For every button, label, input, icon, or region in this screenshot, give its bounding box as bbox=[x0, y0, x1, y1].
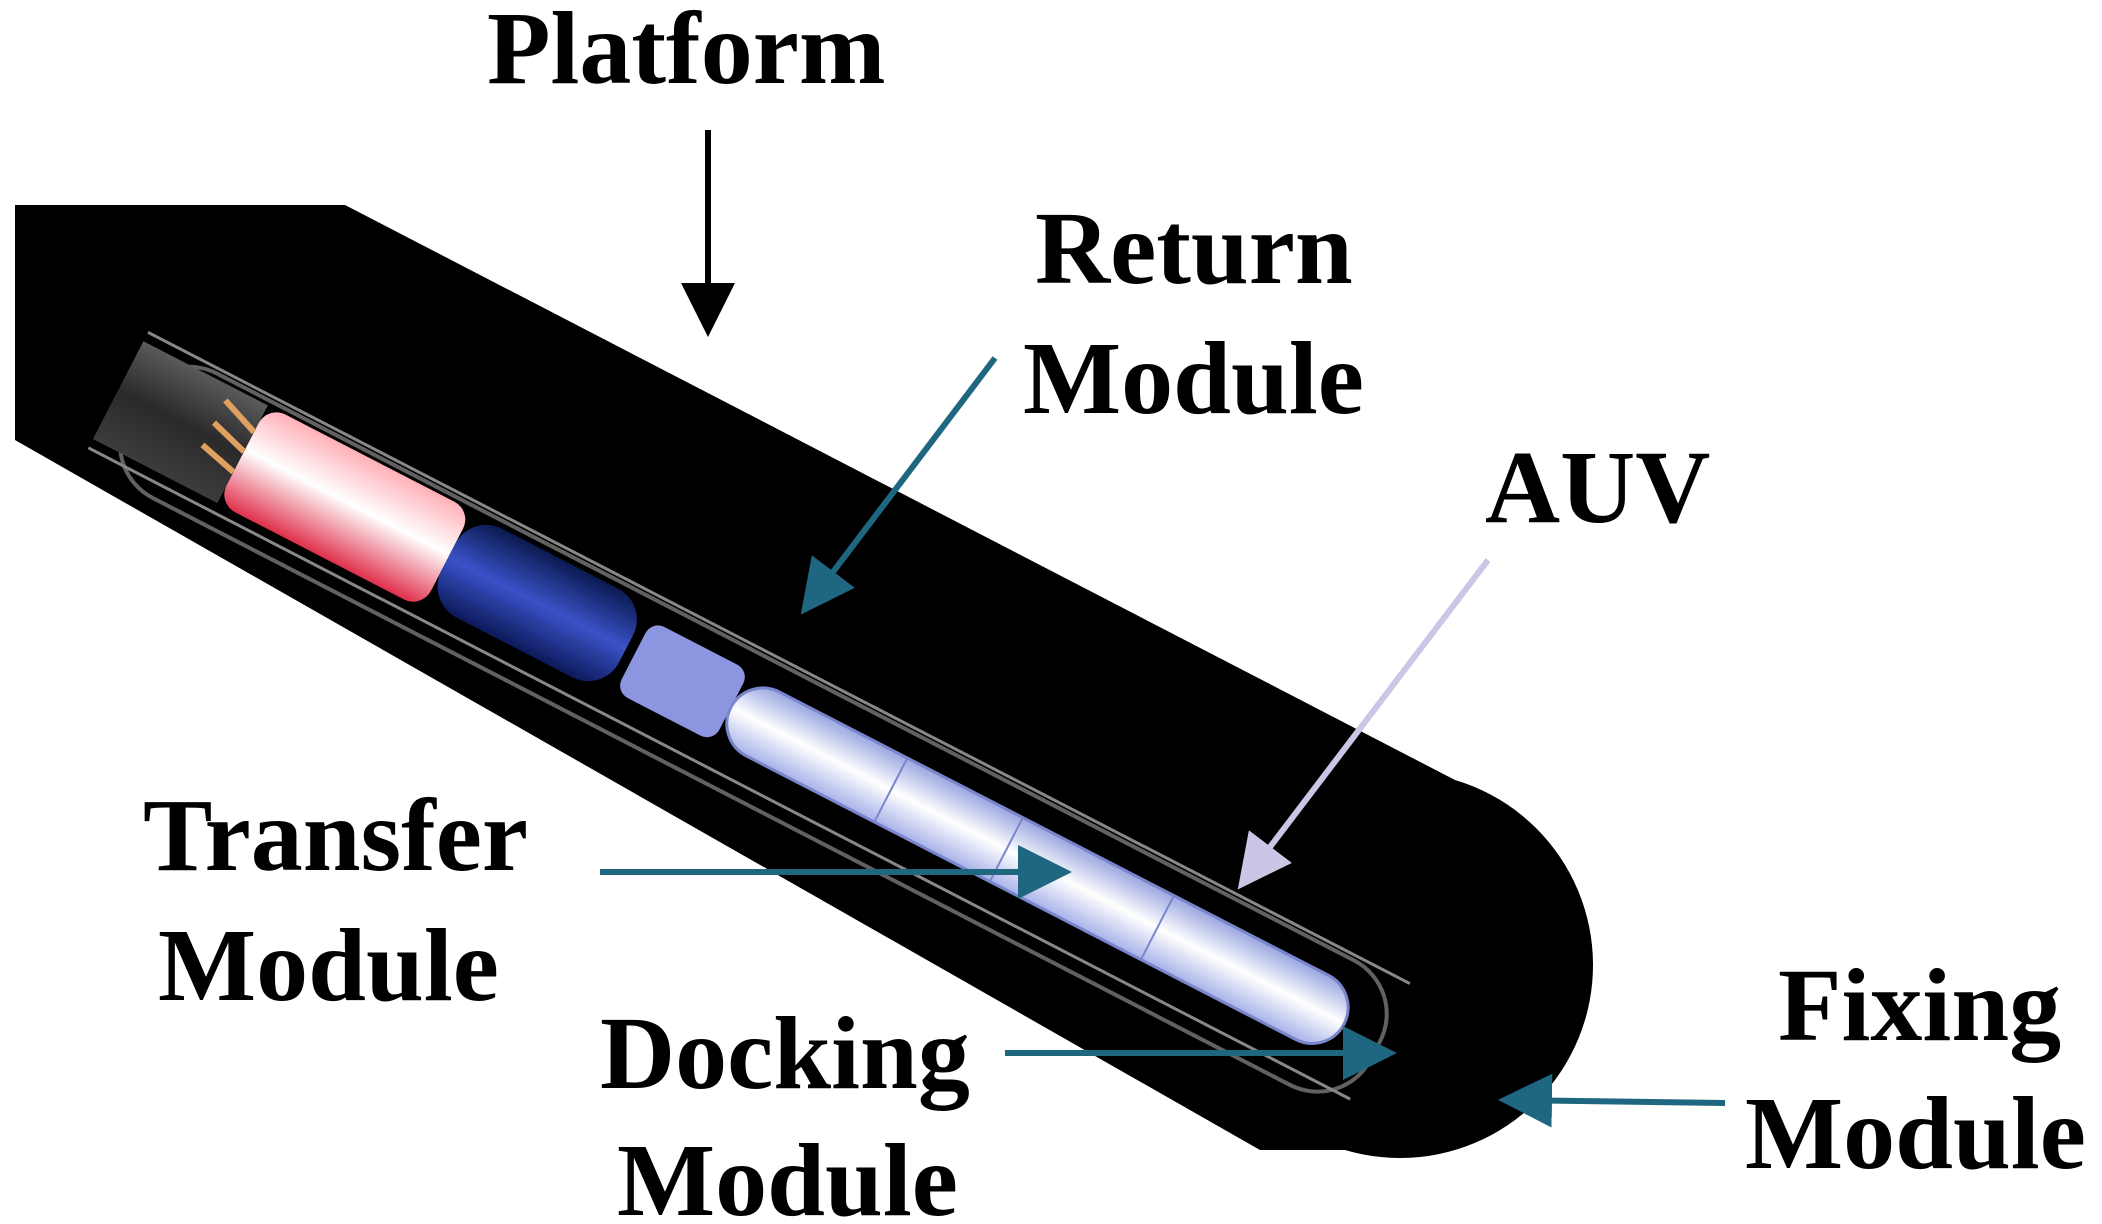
docking-module-label-line2: Module bbox=[617, 1123, 958, 1224]
red-module bbox=[224, 412, 466, 602]
return-module-body bbox=[437, 524, 637, 682]
cable bbox=[200, 442, 236, 475]
return-module-arrow bbox=[800, 356, 998, 615]
fixing-module-label-line2: Module bbox=[1745, 1076, 2086, 1191]
fixing-module-label-line1: Fixing bbox=[1778, 948, 2061, 1063]
cable bbox=[223, 398, 257, 435]
auv-seam bbox=[1140, 895, 1175, 961]
tube-rail bbox=[147, 330, 1411, 985]
auv-label: AUV bbox=[1485, 430, 1710, 545]
auv-seam bbox=[873, 757, 909, 823]
docking-module-label-line1: Docking bbox=[600, 996, 970, 1111]
docking-head bbox=[620, 625, 745, 738]
auv-arrow bbox=[1237, 558, 1491, 890]
return-module-label-line1: Return bbox=[1035, 191, 1353, 306]
platform-label: Platform bbox=[487, 0, 885, 106]
tube-rail bbox=[87, 446, 1351, 1101]
fixing-module-arrow bbox=[1498, 1073, 1726, 1128]
return-module-label-line2: Module bbox=[1023, 321, 1364, 436]
transfer-module-label-line2: Module bbox=[158, 908, 499, 1023]
cable bbox=[211, 420, 247, 454]
transfer-module-label-line1: Transfer bbox=[143, 778, 528, 893]
